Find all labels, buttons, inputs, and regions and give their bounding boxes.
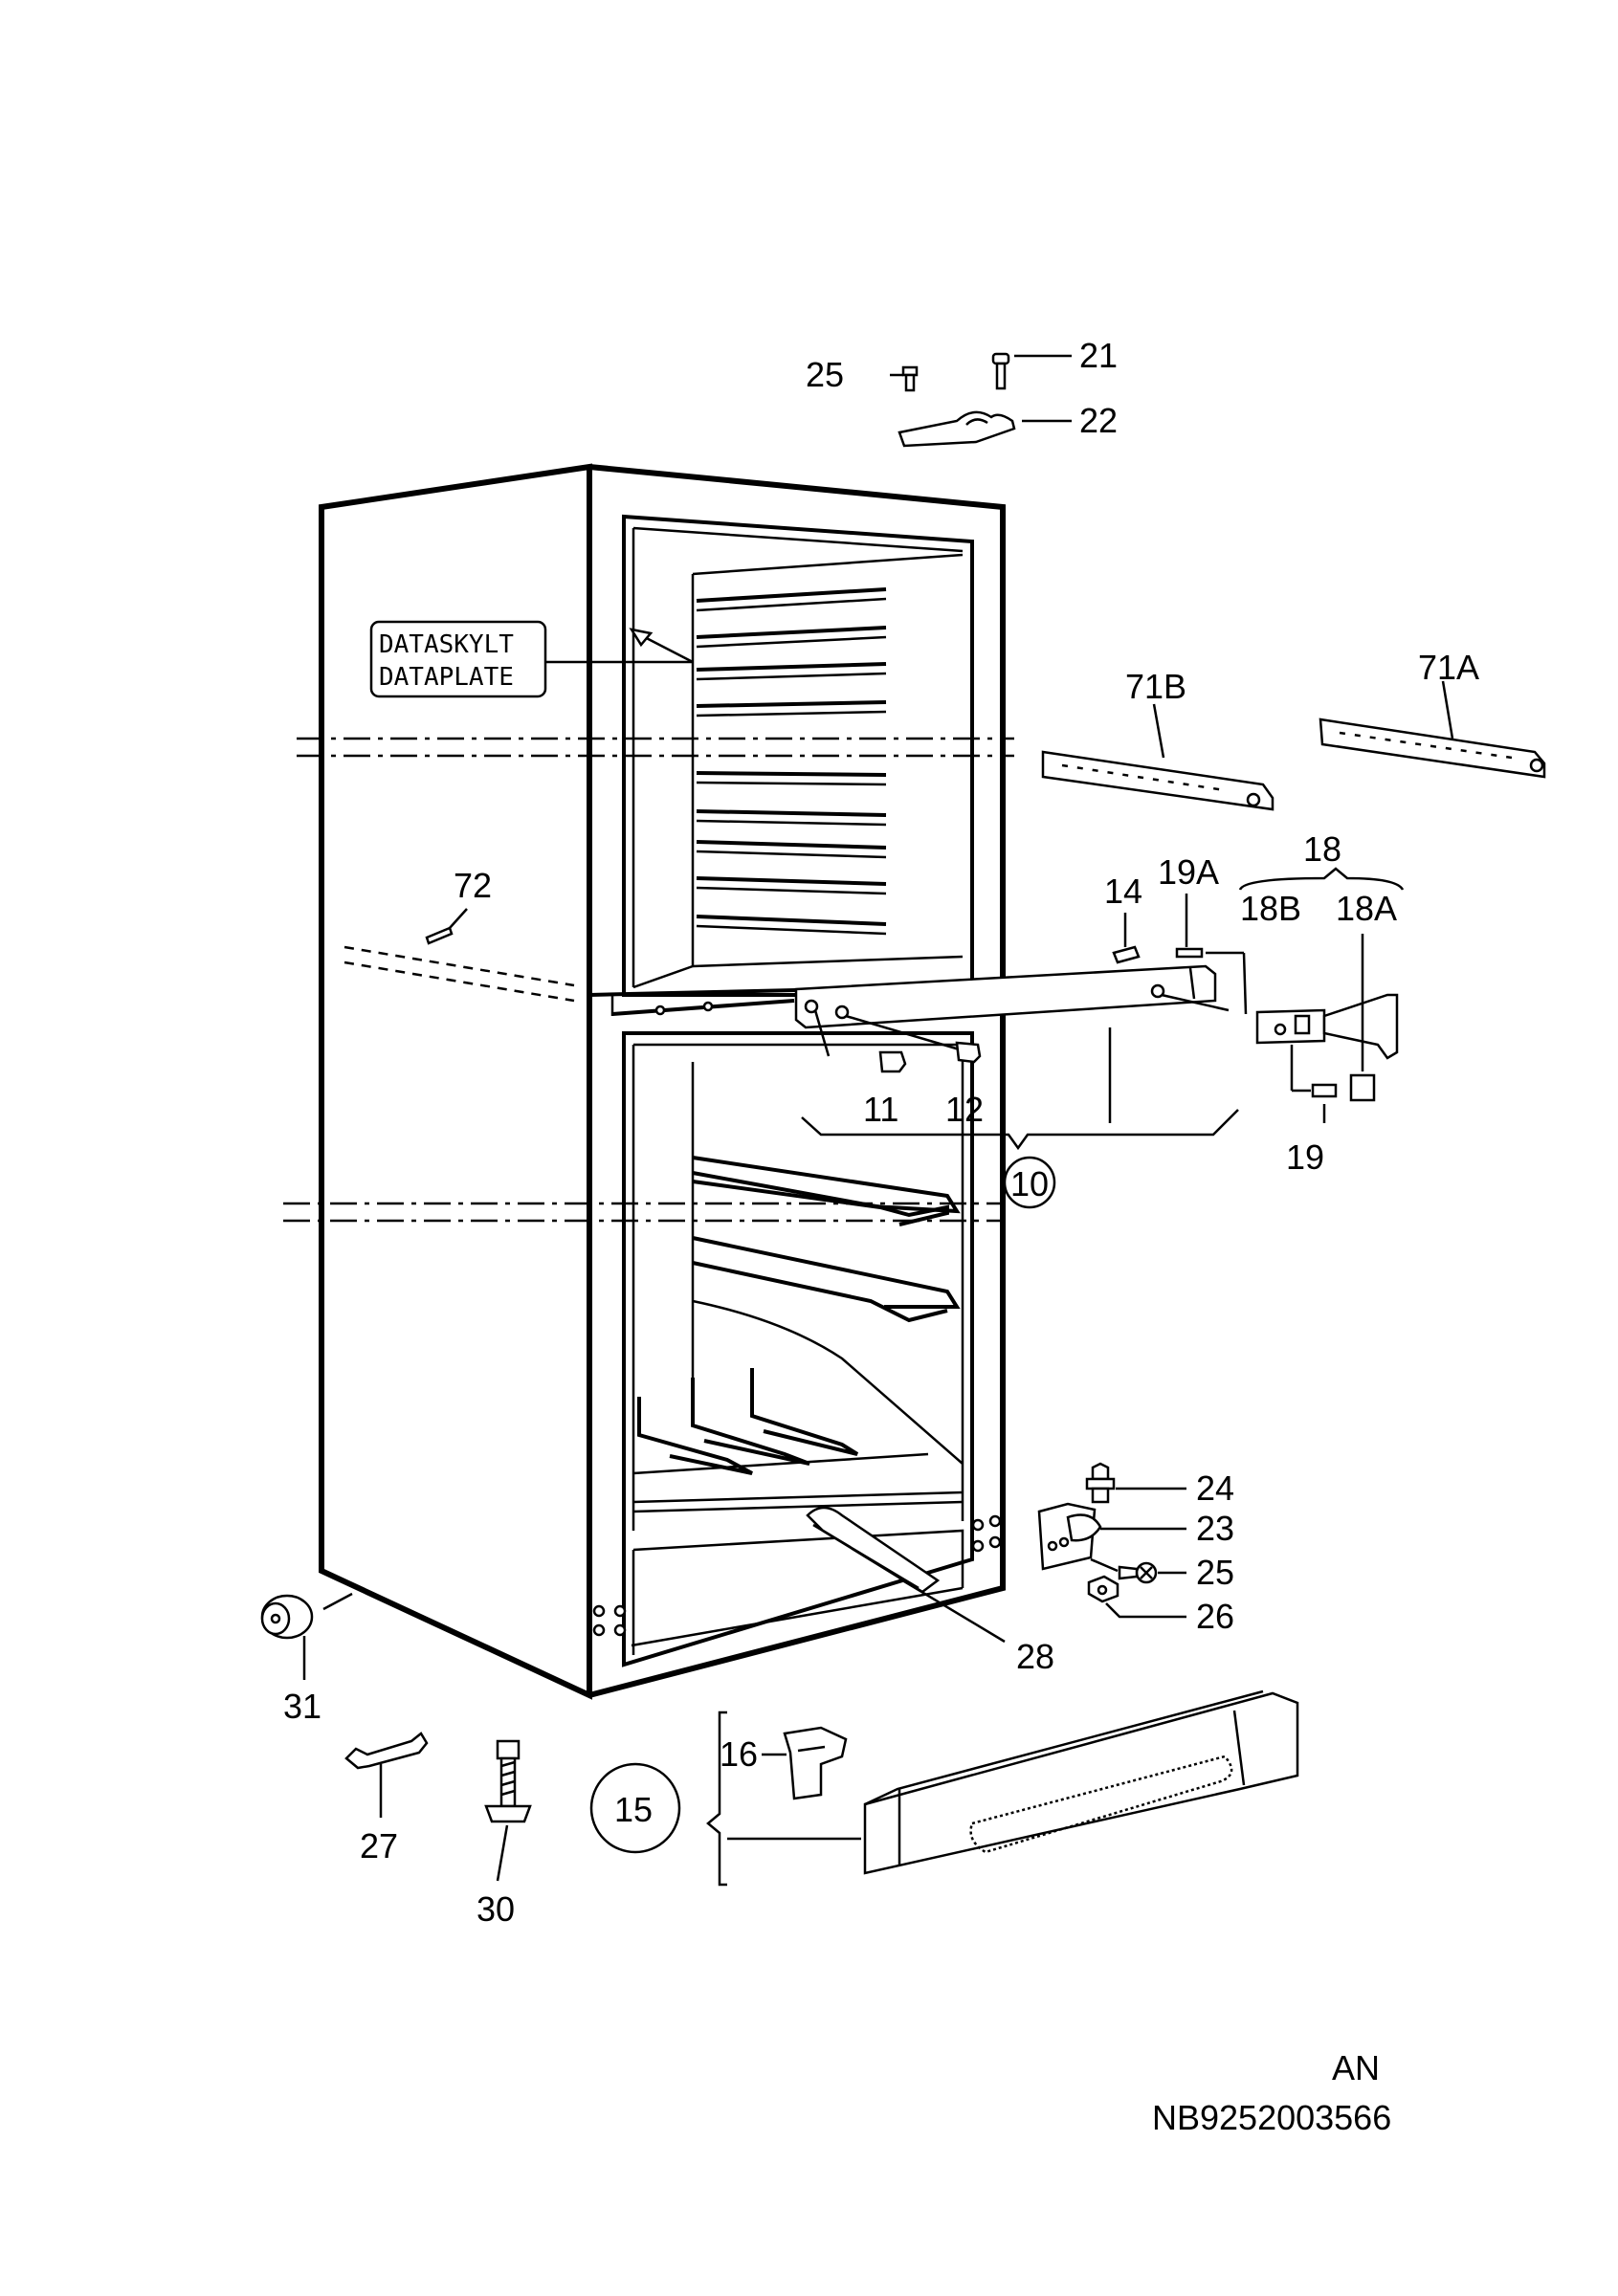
pin-24: [1085, 1462, 1116, 1504]
callout-26: 26: [1196, 1597, 1234, 1636]
footer-variant: AN: [1332, 2048, 1380, 2087]
lower-hinge-parts: 24 23 25 26: [1037, 1462, 1234, 1636]
callout-71B: 71B: [1125, 667, 1186, 706]
data-plate-line1: DATASKYLT: [379, 630, 514, 659]
callout-11: 11: [863, 1090, 898, 1129]
adjustable-foot-30: 30: [477, 1739, 532, 1929]
screw-72: 72: [425, 866, 492, 945]
bolt-21: [991, 352, 1010, 390]
callout-27: 27: [360, 1826, 398, 1866]
nut-26: [1087, 1575, 1119, 1603]
footer-code: NB9252003566: [1152, 2098, 1391, 2137]
middle-hinge-assembly: 18 19A 14 18B 18A 19: [1104, 829, 1405, 1177]
screw-25-bottom: [1118, 1561, 1158, 1584]
clip-16: [783, 1726, 848, 1800]
callout-18A: 18A: [1336, 889, 1397, 928]
hinge-bracket-22: [898, 410, 1016, 448]
mullion-bar-10: 11 12 10: [794, 964, 1239, 1209]
wrench-27: 27: [344, 1732, 429, 1866]
upper-shelf-rails: [696, 587, 887, 936]
data-plate-line2: DATAPLATE: [379, 663, 514, 692]
callout-25-bottom: 25: [1196, 1553, 1234, 1592]
cabinet-body: [319, 463, 1006, 1700]
callout-19A: 19A: [1158, 852, 1219, 892]
slide-rail-71B: 71B: [1041, 667, 1274, 811]
bottle-rack-28: 28: [806, 1506, 1054, 1676]
slide-rail-71A: 71A: [1319, 648, 1546, 779]
screw-25-top: [901, 365, 919, 392]
callout-18B: 18B: [1240, 889, 1301, 928]
callout-72: 72: [454, 866, 492, 905]
hinge-bracket-23: [1037, 1502, 1102, 1571]
callout-12: 12: [945, 1090, 984, 1129]
callout-18: 18: [1303, 829, 1341, 869]
callout-15: 15: [614, 1790, 653, 1829]
callout-10: 10: [1010, 1164, 1049, 1203]
callout-24: 24: [1196, 1468, 1234, 1508]
callout-16: 16: [720, 1734, 758, 1774]
callout-22: 22: [1079, 401, 1118, 440]
callout-71A: 71A: [1418, 648, 1479, 687]
callout-21: 21: [1079, 336, 1118, 375]
callout-30: 30: [477, 1889, 515, 1929]
callout-14: 14: [1104, 872, 1142, 911]
callout-31: 31: [283, 1687, 321, 1726]
data-plate-label: DATASKYLT DATAPLATE: [369, 620, 694, 698]
foot-31: 31: [260, 1592, 353, 1726]
callout-25-top: 25: [806, 355, 844, 394]
crisper-supports: [631, 1368, 964, 1655]
kick-plate-15: 15 16: [589, 1689, 1299, 1887]
callout-28: 28: [1016, 1637, 1054, 1676]
callout-23: 23: [1196, 1509, 1234, 1548]
lower-shelf-rails: [692, 1156, 961, 1323]
callout-19: 19: [1286, 1137, 1324, 1177]
top-hinge-parts: [890, 352, 1072, 448]
